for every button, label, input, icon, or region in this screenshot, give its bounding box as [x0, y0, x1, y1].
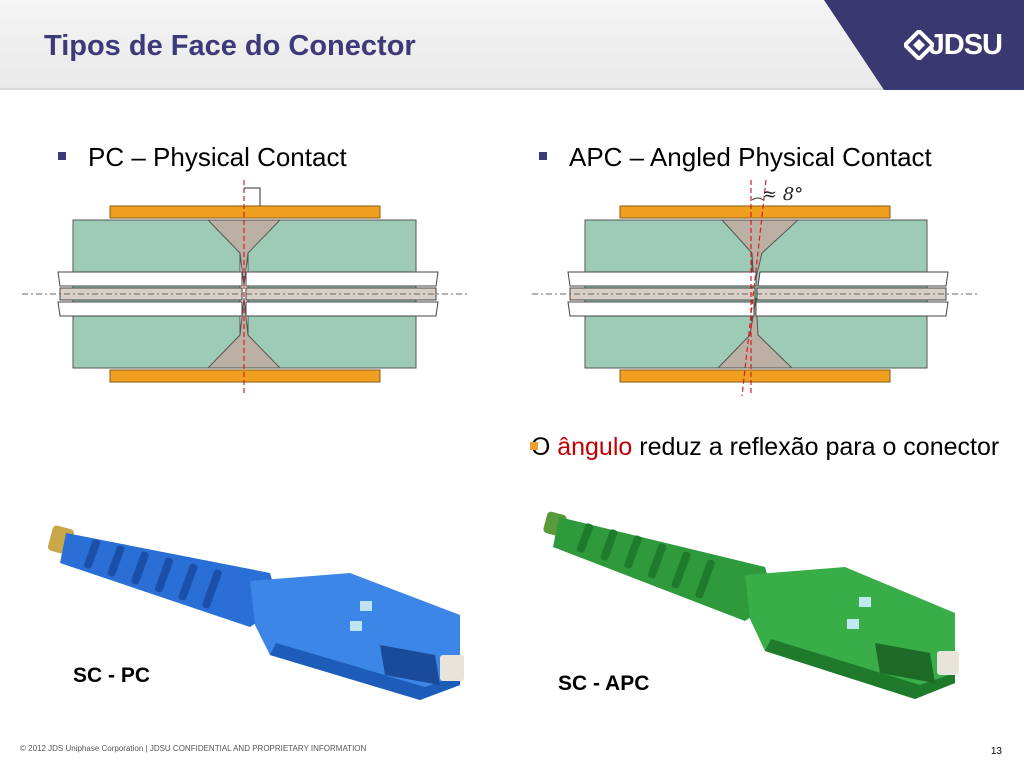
apc-connector-diagram: ≈ 8° [532, 179, 980, 397]
jdsu-logo-icon [904, 30, 934, 60]
footer-copyright: © 2012 JDS Uniphase Corporation | JDSU C… [20, 744, 367, 753]
bullet-square-icon [539, 152, 547, 161]
page-number: 13 [990, 746, 1002, 757]
bullet-apc: APC – Angled Physical Contact [539, 142, 932, 173]
jdsu-logo-text: JDSU [928, 29, 1003, 61]
bullet-pc-text: PC – Physical Contact [88, 142, 347, 172]
note-prefix: O [530, 433, 558, 461]
pc-connector-diagram [22, 180, 468, 396]
sc-apc-label: SC - APC [558, 672, 650, 695]
bullet-square-icon [530, 442, 538, 450]
sc-apc-connector-image [543, 511, 959, 699]
note-highlight: ângulo [557, 433, 633, 461]
slide-header: Tipos de Face do Conector JDSU [0, 0, 1024, 90]
note-suffix: reduz a reflexão para o conector [632, 433, 1000, 461]
angle-label: ≈ 8° [762, 184, 803, 205]
bullet-pc: PC – Physical Contact [58, 142, 347, 173]
bullet-apc-text: APC – Angled Physical Contact [569, 142, 932, 172]
bullet-square-icon [58, 152, 66, 161]
sc-pc-label: SC - PC [73, 664, 151, 687]
slide-title: Tipos de Face do Conector [44, 30, 416, 62]
angle-note: O ângulo reduz a reflexão para o conecto… [530, 432, 1000, 462]
sc-pc-connector-image [47, 525, 464, 700]
